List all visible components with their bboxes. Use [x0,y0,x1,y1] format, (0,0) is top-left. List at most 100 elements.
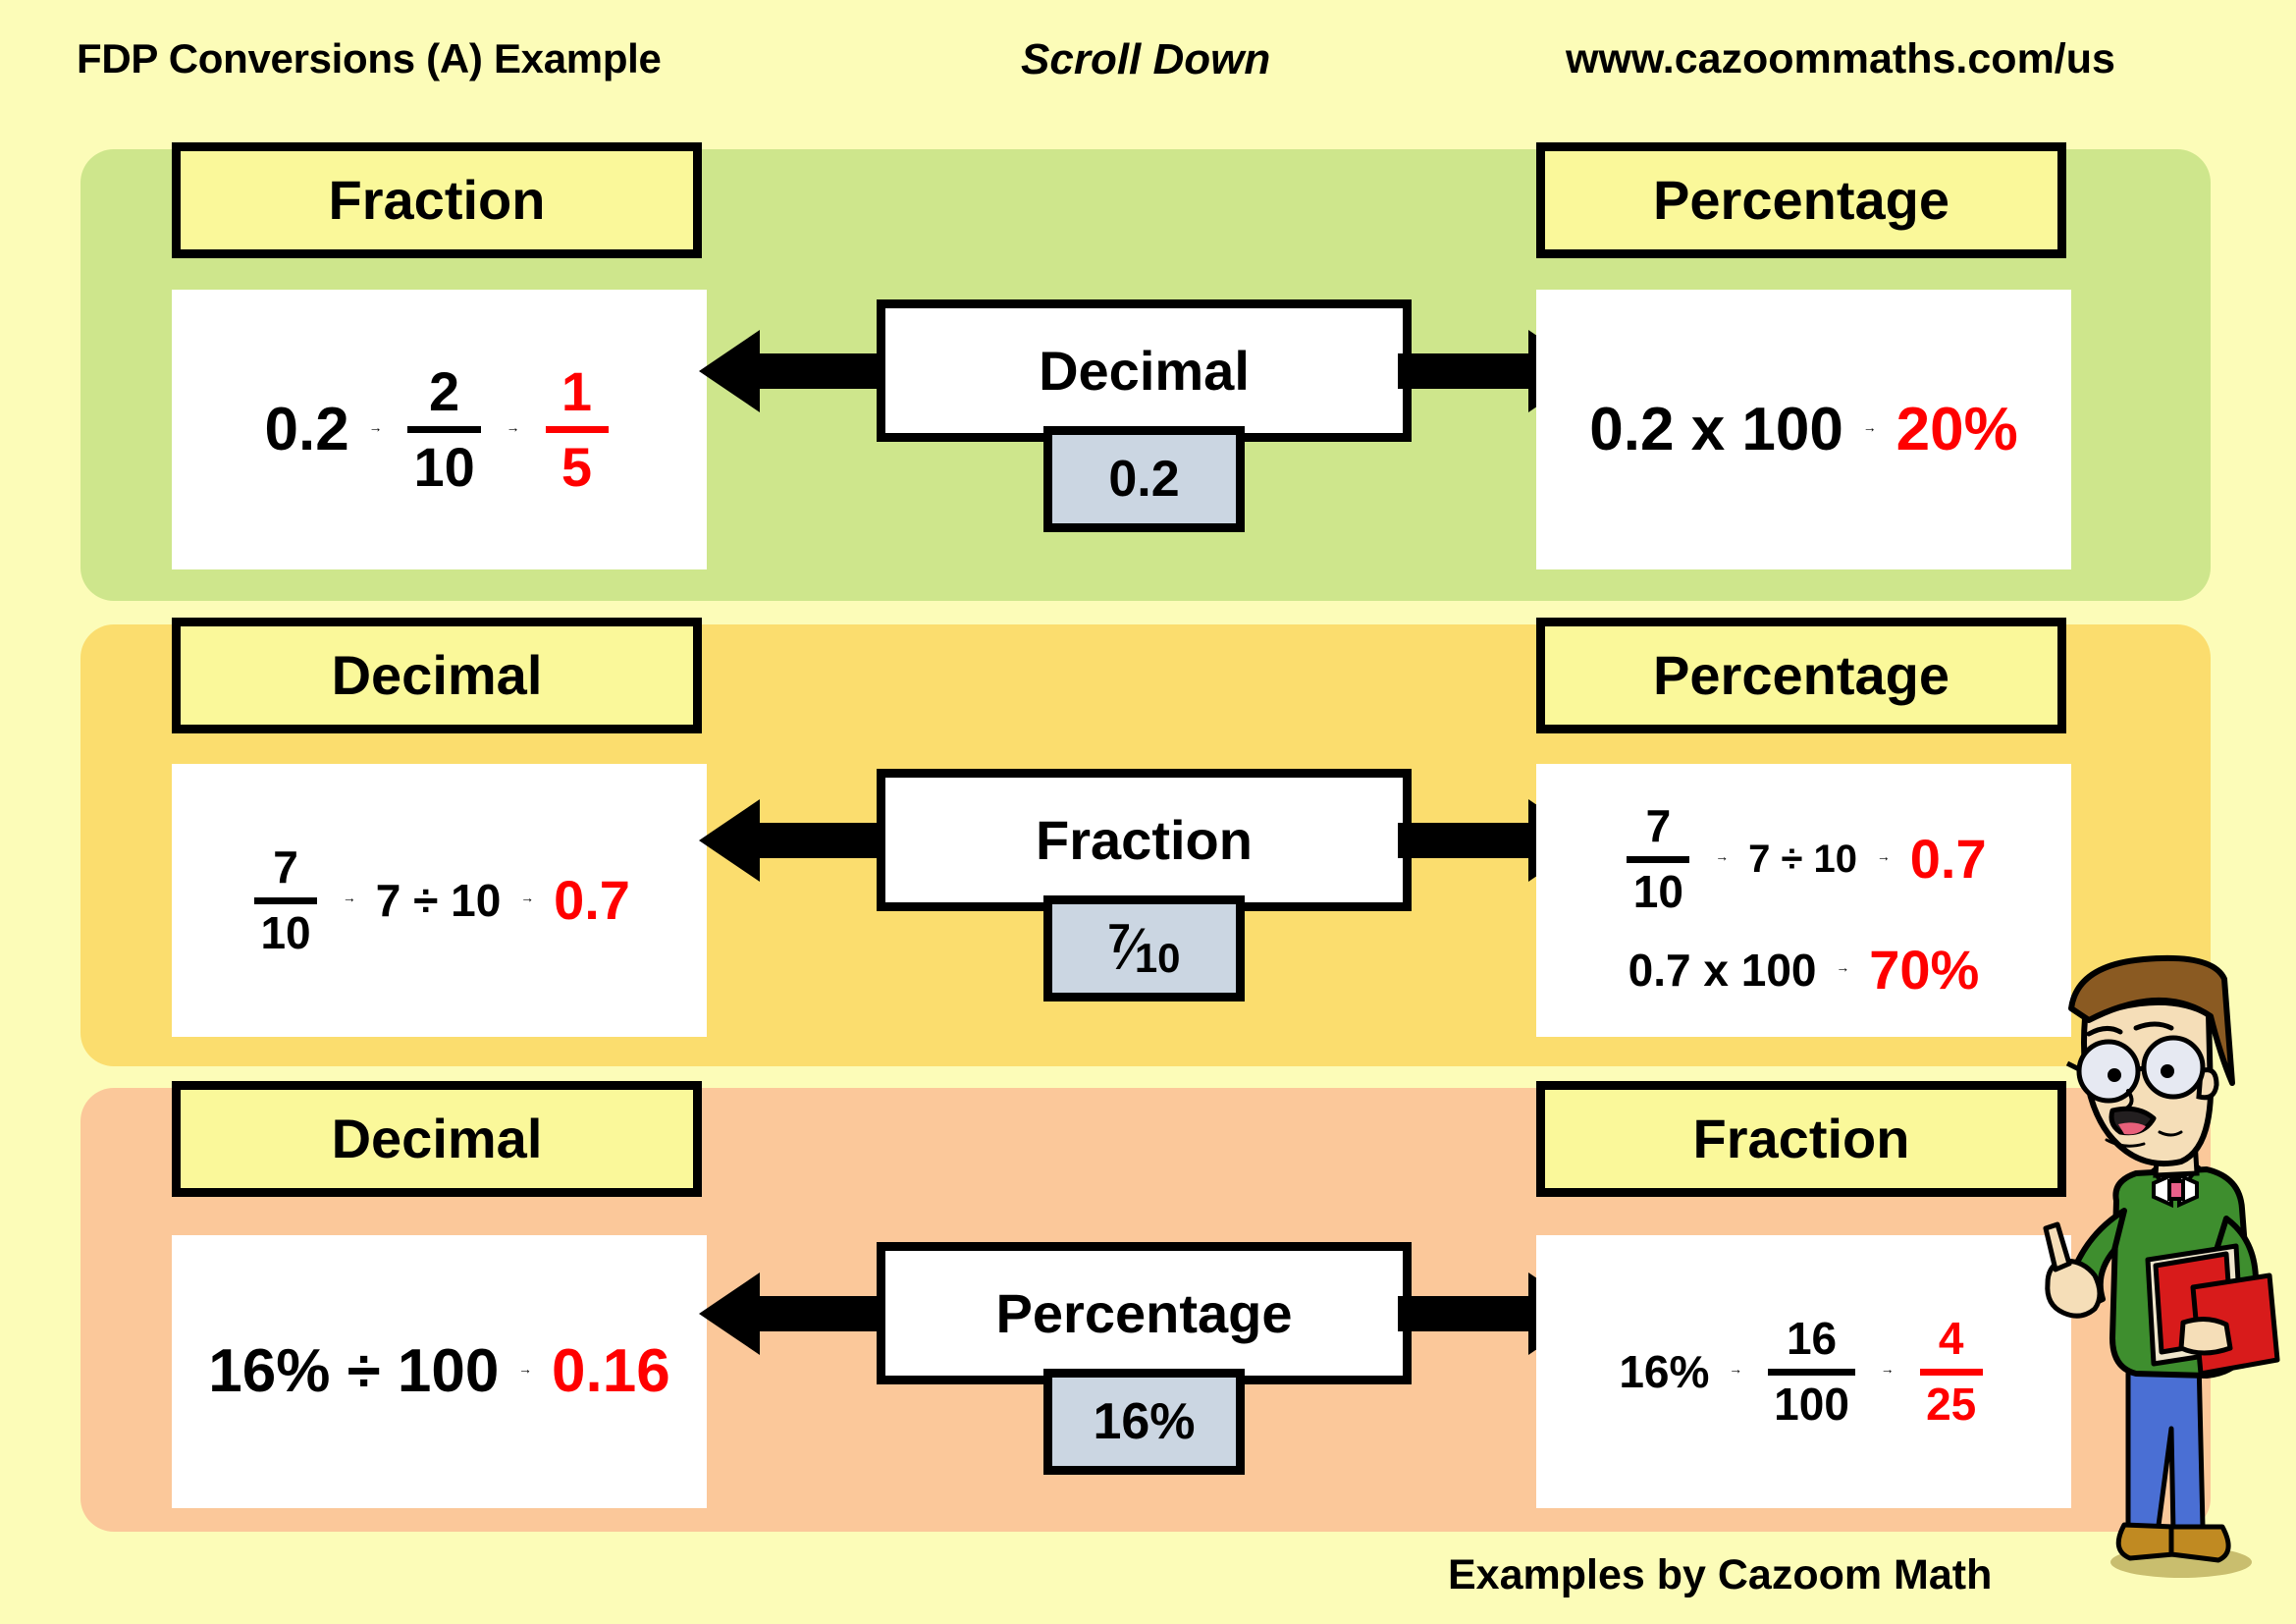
row-1-left-category-label: Fraction [328,169,546,231]
fraction-denominator: 10 [413,436,475,498]
fraction-bar [1627,855,1690,863]
row-1-right-expression: 0.2 x 100 → 20% [1536,395,2071,463]
website-url: www.cazoommaths.com/us [1566,35,2115,82]
small-right-arrow-icon: → [1715,849,1730,865]
fraction-bar [1919,1368,1983,1376]
expression-term: 0.7 [554,869,630,931]
small-right-arrow-icon: → [343,891,356,906]
row-1-right-category-label: Percentage [1653,169,1949,231]
expression-line: 0.2 x 100 → 20% [1589,395,2018,463]
row-2-left-category-box: Decimal [172,618,702,733]
fraction-numerator: 1 [561,359,593,422]
expression-term: 16% ÷ 100 [208,1337,500,1405]
row-1-hub-value: 0.2 [1108,451,1180,508]
row-2-hub-box: Fraction [877,769,1412,911]
fraction-bar [407,426,481,433]
small-right-arrow-icon: → [1836,960,1850,976]
row-2-left-category-label: Decimal [331,644,543,706]
small-right-arrow-icon: → [518,1362,533,1378]
expression-term: 0.16 [552,1337,670,1405]
left-arrow-icon [699,322,890,420]
row-3-hub-value: 16% [1093,1393,1196,1450]
row-3-right-category-box: Fraction [1536,1081,2066,1197]
row-3-left-expression: 16% ÷ 100→0.16 [172,1341,707,1402]
fraction-slash-icon: ⁄ [1127,915,1138,982]
expression-line: 0.7 x 100→70% [1629,943,1980,998]
hub-fraction-denominator: 10 [1134,935,1181,981]
expression-term: 0.7 x 100 [1628,945,1817,997]
left-arrow-icon [699,791,890,890]
row-1-hub-label: Decimal [1039,339,1250,402]
row-1-hub-box: Decimal [877,299,1412,442]
fraction-numerator: 4 [1938,1312,1964,1364]
hub-fraction-numerator: 7 [1107,915,1131,961]
fraction-numerator: 7 [273,840,298,893]
fraction-denominator: 10 [260,906,311,958]
row-3-left-example-panel: 16% ÷ 100 → 0.16 [172,1235,707,1508]
small-right-arrow-icon: → [1880,1362,1895,1378]
small-right-arrow-icon: → [1877,849,1891,865]
row-2-right-category-box: Percentage [1536,618,2066,733]
row-2-hub-label: Fraction [1036,808,1253,871]
row-3-left-category-label: Decimal [331,1108,543,1169]
expression-term: 7 ÷ 10 [1748,838,1858,881]
left-arrow-icon [699,1265,890,1363]
fraction-numerator: 16 [1786,1312,1838,1364]
small-right-arrow-icon: → [520,891,535,906]
scroll-down-hint: Scroll Down [1021,35,1271,83]
row-1-right-category-box: Percentage [1536,142,2066,258]
row-3-left-category-box: Decimal [172,1081,702,1197]
row-2-hub-value: 7 ⁄ 10 [1107,915,1180,983]
row-1-right-example-panel: 0.2 x 100 → 20% [1536,290,2071,569]
expression-term: 0.2 [264,395,349,463]
fraction-bar [254,896,318,904]
fraction-numerator: 2 [429,359,460,422]
expression-term: 20% [1896,395,2018,463]
fraction-numerator: 7 [1645,799,1672,851]
footer-credit: Examples by Cazoom Math [1448,1551,1993,1598]
fraction-bar [1768,1368,1855,1376]
row-3-hub-value-chip: 16% [1043,1369,1245,1475]
expression-term: 0.7 [1909,828,1987,890]
fraction-bar [545,426,609,433]
expression-line: 16% ÷ 100→0.16 [208,1341,669,1402]
row-1-hub-value-chip: 0.2 [1043,426,1245,532]
expression-term: 0.2 x 100 [1589,395,1843,463]
page-header: FDP Conversions (A) Example Scroll Down … [0,22,2296,106]
fraction-denominator: 25 [1926,1378,1977,1430]
small-right-arrow-icon: → [368,419,383,435]
fraction-denominator: 100 [1774,1378,1849,1430]
row-2-hub-value-chip: 7 ⁄ 10 [1043,895,1245,1001]
expression-term: 70% [1869,939,1980,1001]
fraction-denominator: 10 [1632,865,1683,917]
row-3-hub-box: Percentage [877,1242,1412,1384]
page-title: FDP Conversions (A) Example [77,35,662,81]
small-right-arrow-icon: → [1729,1362,1743,1378]
fraction-denominator: 5 [561,436,593,498]
expression-term: 16% [1619,1346,1710,1397]
row-1-left-category-box: Fraction [172,142,702,258]
row-3-right-category-label: Fraction [1692,1108,1910,1169]
row-2-right-category-label: Percentage [1653,644,1949,706]
small-right-arrow-icon: → [1862,419,1877,435]
expression-term: 7 ÷ 10 [375,875,502,926]
